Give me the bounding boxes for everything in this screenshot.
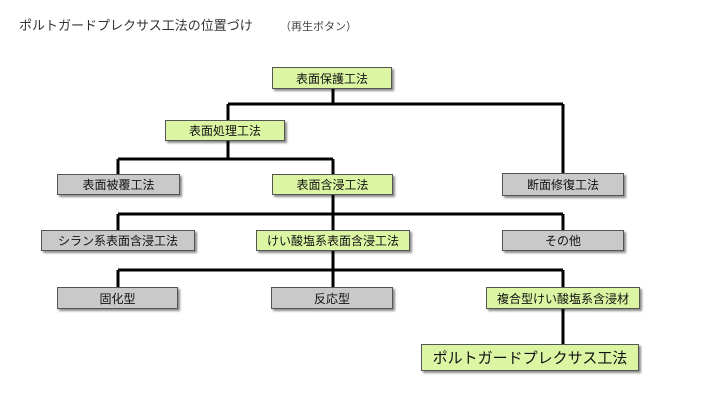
page-title: ポルトガードプレクサス工法の位置づけ	[19, 19, 253, 34]
node-silane: シラン系表面含浸工法	[41, 230, 195, 251]
replay-hint[interactable]: （再生ボタン）	[280, 20, 357, 33]
node-surface-protection: 表面保護工法	[272, 67, 392, 89]
node-reactive: 反応型	[271, 287, 393, 309]
node-solidifying: 固化型	[57, 287, 178, 309]
node-silicate: けい酸塩系表面含浸工法	[256, 230, 410, 251]
node-porto-guard: ポルトガードプレクサス工法	[421, 344, 639, 371]
node-surface-impregnation: 表面含浸工法	[272, 174, 393, 195]
node-section-repair: 断面修復工法	[502, 173, 624, 196]
node-other: その他	[502, 230, 624, 251]
node-surface-treatment: 表面処理工法	[165, 120, 285, 141]
node-surface-coating: 表面被覆工法	[57, 174, 180, 195]
node-composite: 複合型けい酸塩系含浸材	[486, 287, 640, 309]
